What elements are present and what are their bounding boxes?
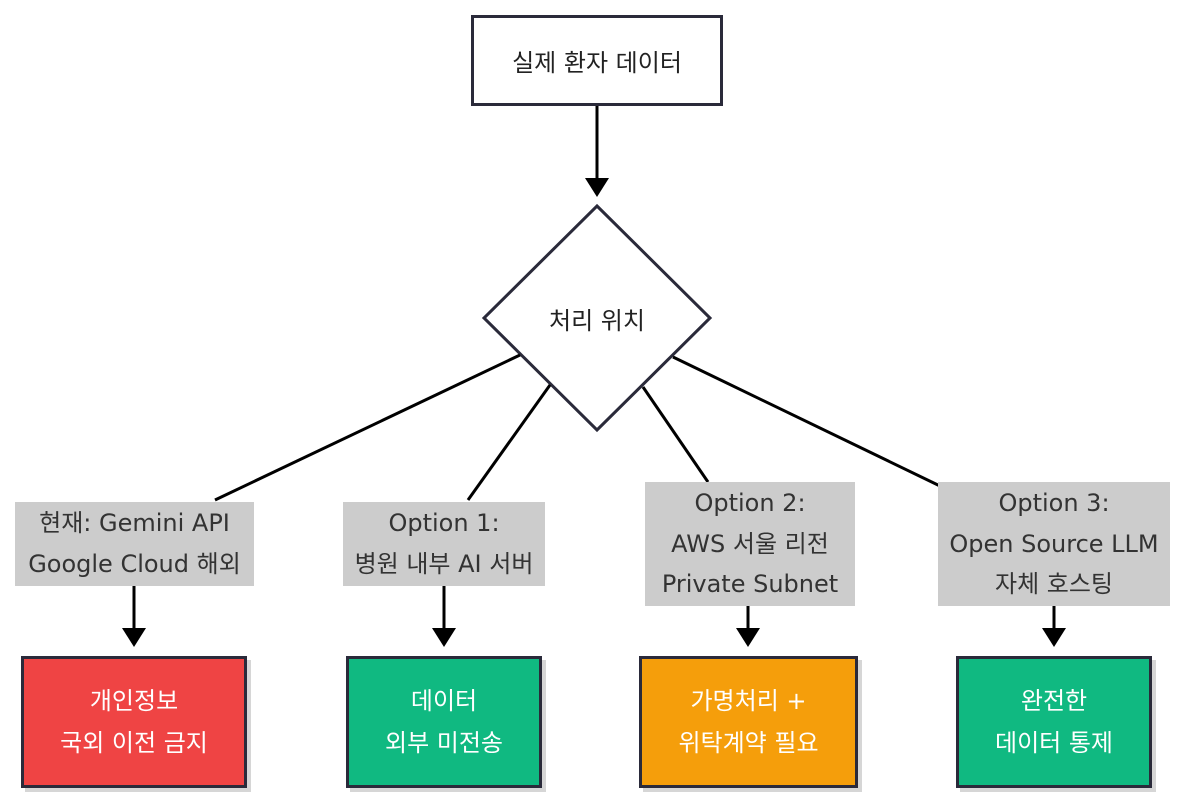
outcome-option1: 데이터 외부 미전송 (346, 656, 542, 788)
edge-label-current-line-1: 현재: Gemini API (39, 509, 230, 538)
edge-label-option1: Option 1: 병원 내부 AI 서버 (343, 502, 545, 586)
decision-node-label: 처리 위치 (549, 306, 645, 335)
outcome-option1-line-2: 외부 미전송 (384, 729, 504, 757)
edge-label-option3-line-1: Option 3: (998, 488, 1110, 517)
edge-label-option2-line-2: AWS 서울 리전 (671, 529, 829, 558)
outcome-option3: 완전한 데이터 통제 (956, 656, 1152, 788)
arrowhead-option3 (1042, 628, 1066, 647)
outcome-option2: 가명처리 + 위탁계약 필요 (639, 656, 858, 788)
outcome-option1-line-1: 데이터 (410, 687, 478, 715)
edge-label-option2: Option 2: AWS 서울 리전 Private Subnet (645, 482, 855, 606)
edge-decision-to-option1 (466, 384, 552, 501)
edge-decision-to-option3 (672, 355, 941, 488)
arrowhead-current (122, 628, 146, 647)
decision-node-label-box: 처리 위치 (497, 298, 697, 338)
edge-decision-to-option2 (641, 386, 710, 483)
edge-label-option3-line-3: 자체 호스팅 (994, 570, 1114, 599)
decision-diamond (481, 203, 713, 433)
edge-label-option1-line-2: 병원 내부 AI 서버 (354, 550, 534, 578)
edge-label-option2-line-3: Private Subnet (661, 570, 839, 599)
source-node-label: 실제 환자 데이터 (512, 49, 682, 77)
edge-label-option3-line-2: Open Source LLM (949, 529, 1159, 558)
outcome-current: 개인정보 국외 이전 금지 (21, 656, 247, 788)
outcome-current-line-2: 국외 이전 금지 (60, 729, 208, 757)
edge-label-current: 현재: Gemini API Google Cloud 해외 (15, 502, 254, 586)
edge-label-current-line-2: Google Cloud 해외 (28, 550, 241, 578)
arrowhead-option2 (736, 628, 760, 647)
source-node: 실제 환자 데이터 (471, 15, 723, 106)
edge-label-option3: Option 3: Open Source LLM 자체 호스팅 (938, 482, 1170, 606)
edge-decision-to-current (214, 353, 521, 502)
edge-label-option1-line-1: Option 1: (388, 509, 500, 538)
outcome-option3-line-2: 데이터 통제 (994, 729, 1114, 757)
outcome-option2-line-2: 위탁계약 필요 (678, 729, 819, 757)
outcome-option3-line-1: 완전한 (1020, 687, 1088, 715)
arrowhead-source-to-decision (585, 178, 609, 197)
edge-label-option2-line-1: Option 2: (694, 488, 806, 517)
outcome-option2-line-1: 가명처리 + (690, 687, 807, 715)
arrowhead-option1 (432, 628, 456, 647)
outcome-current-line-1: 개인정보 (89, 687, 179, 715)
